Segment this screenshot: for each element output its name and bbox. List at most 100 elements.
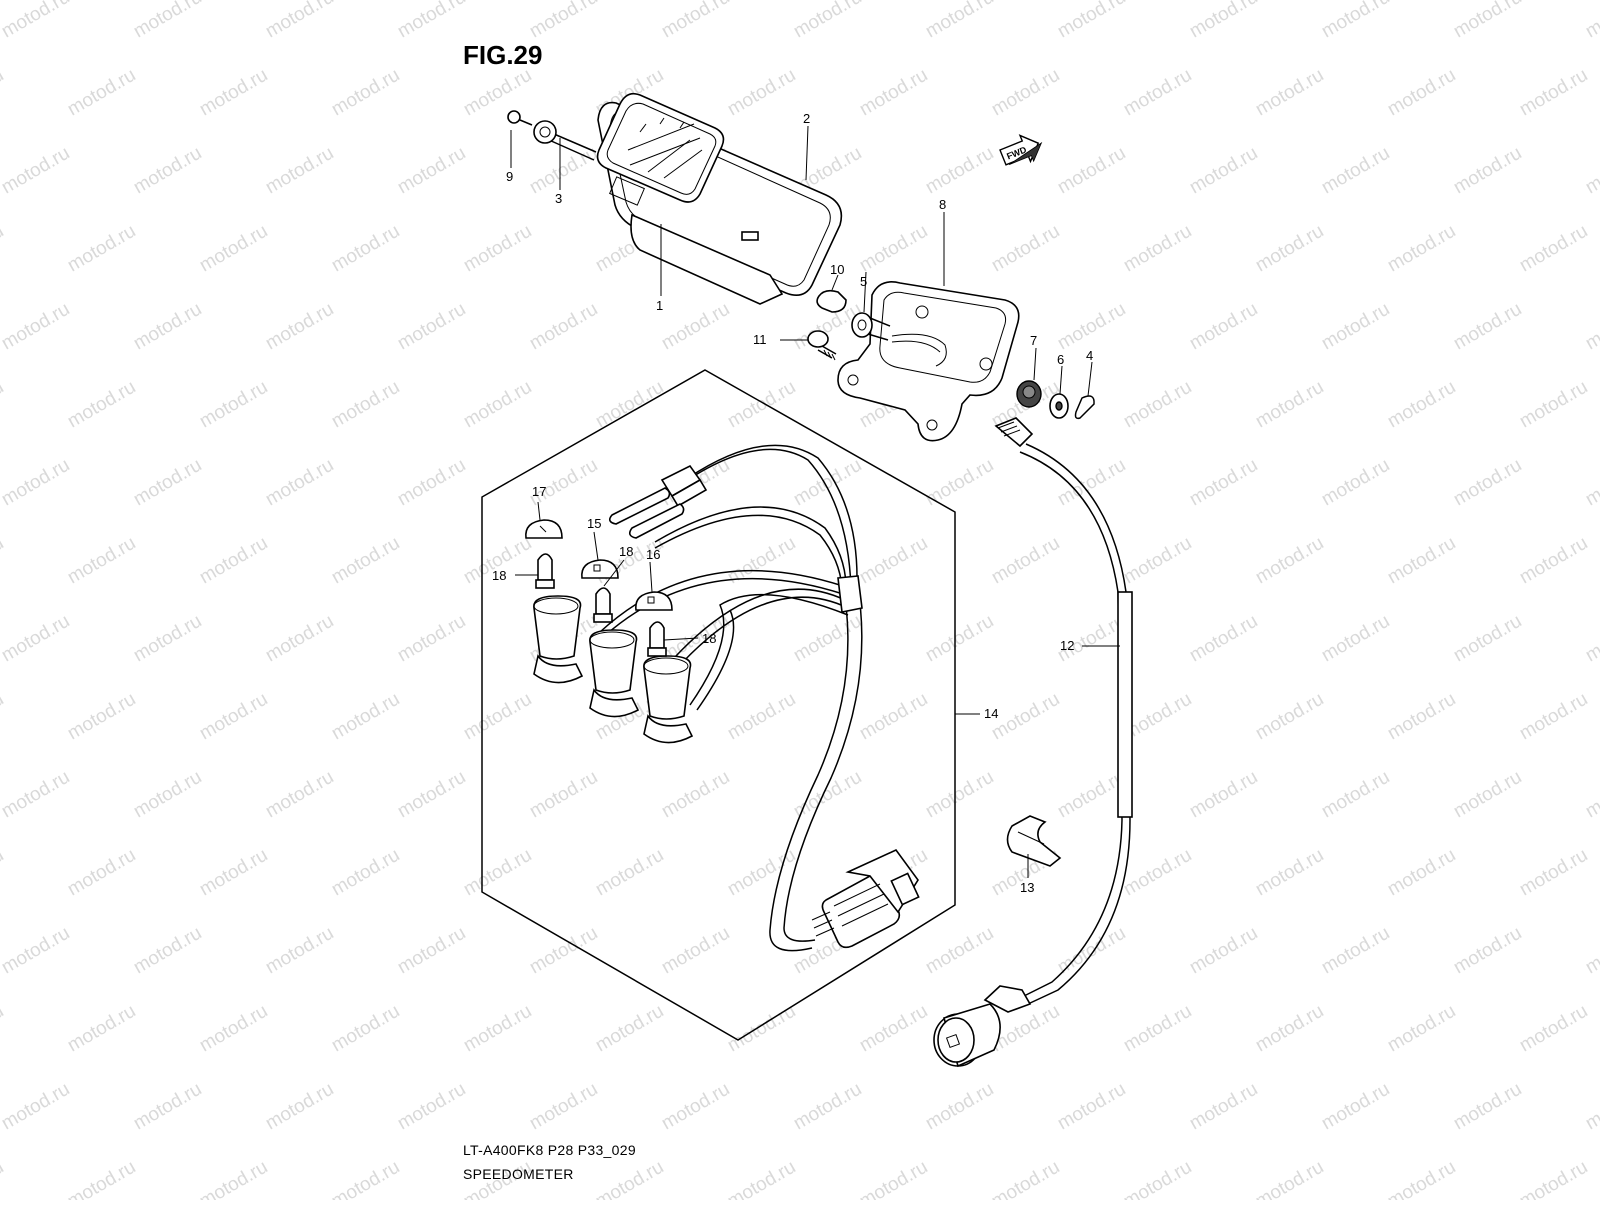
watermark-text: motod.ru bbox=[328, 689, 403, 745]
meter-face-inner bbox=[606, 102, 717, 195]
watermark-text: motod.ru bbox=[856, 1157, 931, 1200]
callout-11: 11 bbox=[753, 332, 767, 347]
watermark-text: motod.ru bbox=[130, 1079, 205, 1135]
watermark-text: motod.ru bbox=[1516, 1157, 1591, 1200]
lens-cap-15 bbox=[581, 559, 619, 579]
watermark-text: motod.ru bbox=[328, 1001, 403, 1057]
figure-title: FIG.29 bbox=[463, 40, 543, 70]
watermark-text: motod.ru bbox=[1582, 1079, 1600, 1135]
watermark-text: motod.ru bbox=[1252, 1157, 1327, 1200]
speedometer-cable bbox=[933, 417, 1133, 1068]
section-name: SPEEDOMETER bbox=[463, 1166, 574, 1182]
watermark-text: motod.ru bbox=[1384, 533, 1459, 589]
watermark-text: motod.ru bbox=[1252, 689, 1327, 745]
watermark-text: motod.ru bbox=[196, 377, 271, 433]
watermark-text: motod.ru bbox=[1516, 221, 1591, 277]
watermark-text: motod.ru bbox=[856, 1001, 931, 1057]
watermark-text: motod.ru bbox=[1450, 1079, 1525, 1135]
watermark-text: motod.ru bbox=[856, 689, 931, 745]
watermark-text: motod.ru bbox=[1450, 923, 1525, 979]
watermark-text: motod.ru bbox=[328, 845, 403, 901]
watermark-text: motod.ru bbox=[130, 455, 205, 511]
watermark-text: motod.ru bbox=[790, 1079, 865, 1135]
callout-3: 3 bbox=[555, 191, 562, 206]
fwd-arrow: FWD bbox=[999, 134, 1043, 166]
watermark-text: motod.ru bbox=[460, 1001, 535, 1057]
watermark-text: motod.ru bbox=[1582, 611, 1600, 667]
watermark-text: motod.ru bbox=[922, 0, 997, 42]
callout-10: 10 bbox=[830, 262, 844, 277]
watermark-text: motod.ru bbox=[64, 65, 139, 121]
watermark-text: motod.ru bbox=[658, 1079, 733, 1135]
watermark-text: motod.ru bbox=[1318, 611, 1393, 667]
bulb-socket-middle bbox=[589, 629, 640, 718]
watermark-text: motod.ru bbox=[658, 299, 733, 355]
watermark-text: motod.ru bbox=[526, 1079, 601, 1135]
screw-9 bbox=[507, 110, 521, 124]
callout-9: 9 bbox=[506, 169, 513, 184]
watermark-text: motod.ru bbox=[1186, 1079, 1261, 1135]
watermark-text: motod.ru bbox=[262, 923, 337, 979]
cushion-10 bbox=[816, 289, 847, 313]
watermark-text: motod.ru bbox=[1582, 299, 1600, 355]
watermark-text: motod.ru bbox=[790, 455, 865, 511]
watermark-text: motod.ru bbox=[1054, 299, 1129, 355]
watermark-text: motod.ru bbox=[526, 923, 601, 979]
watermark-text: motod.ru bbox=[1186, 455, 1261, 511]
watermark-text: motod.ru bbox=[0, 1001, 7, 1057]
callouts: 9 3 1 2 8 10 5 11 7 6 4 12 14 13 17 15 1… bbox=[492, 111, 1093, 895]
watermark-text: motod.ru bbox=[1252, 65, 1327, 121]
watermark-text: motod.ru bbox=[460, 377, 535, 433]
watermark-text: motod.ru bbox=[1252, 221, 1327, 277]
watermark-text: motod.ru bbox=[526, 299, 601, 355]
watermark-text: motod.ru bbox=[724, 377, 799, 433]
watermark-text: motod.ru bbox=[922, 923, 997, 979]
watermark-text: motod.ru bbox=[1054, 0, 1129, 42]
watermark-text: motod.ru bbox=[262, 299, 337, 355]
watermark-text: motod.ru bbox=[988, 65, 1063, 121]
trip-knob bbox=[533, 120, 557, 144]
watermark-text: motod.ru bbox=[196, 1157, 271, 1200]
watermark-text: motod.ru bbox=[526, 0, 601, 42]
watermark-text: motod.ru bbox=[592, 1001, 667, 1057]
watermark-text: motod.ru bbox=[526, 455, 601, 511]
watermark-text: motod.ru bbox=[1450, 143, 1525, 199]
bolt-11 bbox=[807, 330, 837, 361]
watermark-text: motod.ru bbox=[988, 221, 1063, 277]
watermark-text: motod.ru bbox=[130, 767, 205, 823]
watermark-text: motod.ru bbox=[1252, 533, 1327, 589]
watermark-text: motod.ru bbox=[658, 923, 733, 979]
watermark-text: motod.ru bbox=[196, 1001, 271, 1057]
watermark-text: motod.ru bbox=[1120, 1001, 1195, 1057]
bulb-18-b bbox=[593, 587, 613, 623]
watermark-text: motod.ru bbox=[196, 689, 271, 745]
callout-2: 2 bbox=[803, 111, 810, 126]
watermark-text: motod.ru bbox=[1186, 923, 1261, 979]
watermark-text: motod.ru bbox=[196, 533, 271, 589]
watermark-text: motod.ru bbox=[1318, 0, 1393, 42]
watermark-text: motod.ru bbox=[64, 1157, 139, 1200]
cotter-pin-4 bbox=[1074, 395, 1095, 420]
watermark-text: motod.ru bbox=[1582, 767, 1600, 823]
watermark-text: motod.ru bbox=[988, 533, 1063, 589]
watermark-text: motod.ru bbox=[658, 0, 733, 42]
watermark-text: motod.ru bbox=[64, 845, 139, 901]
leader-lines bbox=[510, 125, 1120, 878]
watermark-text: motod.ru bbox=[1120, 533, 1195, 589]
watermark-text: motod.ru bbox=[64, 221, 139, 277]
speedometer-assembly bbox=[507, 92, 843, 305]
callout-12: 12 bbox=[1060, 638, 1074, 653]
watermark-text: motod.ru bbox=[1450, 767, 1525, 823]
watermark-text: motod.ru bbox=[64, 1001, 139, 1057]
watermark-text: motod.ru bbox=[1582, 143, 1600, 199]
bulb-socket-right bbox=[643, 655, 694, 744]
watermark-text: motod.ru bbox=[0, 1157, 7, 1200]
watermark-text: motod.ru bbox=[658, 767, 733, 823]
watermark-text: motod.ru bbox=[922, 455, 997, 511]
watermark-text: motod.ru bbox=[130, 0, 205, 42]
watermark-text: motod.ru bbox=[130, 143, 205, 199]
watermark-text: motod.ru bbox=[394, 455, 469, 511]
watermark-text: motod.ru bbox=[262, 611, 337, 667]
watermark-text: motod.ru bbox=[1516, 1001, 1591, 1057]
washer-7 bbox=[1016, 380, 1042, 408]
